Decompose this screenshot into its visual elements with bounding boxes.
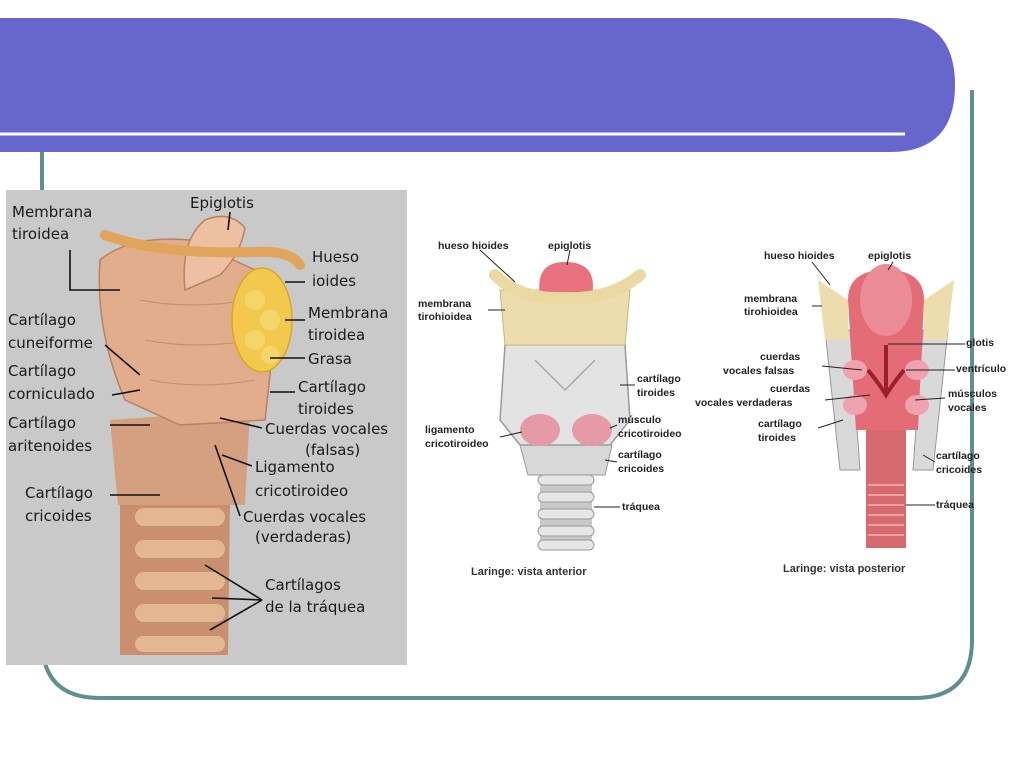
slide-frame xyxy=(40,90,974,700)
label-cartilago-cricoides-lateral: Cartílago cricoides xyxy=(25,484,98,525)
label-cartilago-tiroides-lateral: Cartílago tiroides xyxy=(298,378,371,418)
label-grasa: Grasa xyxy=(308,350,352,368)
posterior-label-glotis: glotis xyxy=(966,337,994,349)
panel-posterior: hueso hioides epiglotis membrana tirohio… xyxy=(695,250,1006,575)
header-banner xyxy=(0,18,955,152)
posterior-vocal-folds xyxy=(866,345,906,399)
anterior-cricoid-illustration xyxy=(519,444,613,476)
posterior-label-traquea: tráquea xyxy=(936,499,974,511)
anterior-label-epiglotis: epiglotis xyxy=(548,240,591,252)
label-membrana-tiroidea-left: Membrana tiroidea xyxy=(12,203,97,243)
label-cuerdas-vocales-verdaderas: Cuerdas vocales (verdaderas) xyxy=(243,508,371,546)
anterior-label-cartilago-cricoides: cartílago cricoides xyxy=(618,449,665,475)
panel-anterior: hueso hioides epiglotis membrana tirohio… xyxy=(418,240,684,578)
anterior-caption: Laringe: vista anterior xyxy=(471,566,587,578)
posterior-epiglottis-illustration xyxy=(860,264,912,336)
label-cartilagos-traquea: Cartílagos de la tráquea xyxy=(265,576,365,616)
label-cartilago-cuneiforme: Cartílago cuneiforme xyxy=(8,311,93,352)
anterior-label-musculo-cricotiroideo: músculo cricotiroideo xyxy=(618,414,682,440)
hyoid-illustration xyxy=(100,230,305,270)
label-hueso-ioides: Hueso ioides xyxy=(312,248,364,290)
posterior-label-cuerdas-vocales-verdaderas: cuerdas vocales verdaderas xyxy=(695,383,813,409)
posterior-label-hueso-hioides: hueso hioides xyxy=(764,250,835,262)
label-cartilago-corniculado: Cartílago corniculado xyxy=(8,362,95,403)
cricoid-illustration xyxy=(110,410,250,505)
label-membrana-tiroidea-right: Membrana tiroidea xyxy=(308,304,393,344)
panel-lateral: Membrana tiroidea Epiglotis Hueso ioides… xyxy=(6,190,407,665)
posterior-label-ventriculo: ventrículo xyxy=(956,363,1006,375)
label-epiglotis-lateral: Epiglotis xyxy=(190,194,254,212)
anterior-label-membrana-tirohioidea: membrana tirohioidea xyxy=(418,298,474,323)
posterior-label-cuerdas-vocales-falsas: cuerdas vocales falsas xyxy=(723,351,803,377)
anterior-trachea-illustration xyxy=(537,470,595,551)
posterior-label-epiglotis: epiglotis xyxy=(868,250,911,262)
anterior-label-ligamento-cricotiroideo: ligamento cricotiroideo xyxy=(425,424,489,450)
label-cuerdas-vocales-falsas: Cuerdas vocales (falsas) xyxy=(265,420,393,459)
posterior-label-cartilago-cricoides: cartílago cricoides xyxy=(936,450,983,476)
anterior-label-hueso-hioides: hueso hioides xyxy=(438,240,509,252)
trachea-illustration xyxy=(120,500,230,655)
label-ligamento-cricotiroideo-lateral: Ligamento cricotiroideo xyxy=(255,458,348,500)
posterior-label-musculos-vocales: músculos vocales xyxy=(948,388,1000,414)
anterior-epiglottis-illustration xyxy=(539,262,593,295)
anterior-cricothyroid-muscle xyxy=(520,414,560,446)
posterior-label-cartilago-tiroides: cartílago tiroides xyxy=(758,418,805,444)
posterior-label-membrana-tirohioidea: membrana tirohioidea xyxy=(744,293,800,318)
anterior-hyoid-illustration xyxy=(489,269,646,305)
anterior-label-traquea: tráquea xyxy=(622,501,660,513)
label-cartilago-aritenoides: Cartílago aritenoides xyxy=(8,414,92,455)
posterior-caption: Laringe: vista posterior xyxy=(783,563,906,575)
anterior-label-cartilago-tiroides: cartílago tiroides xyxy=(637,373,684,399)
